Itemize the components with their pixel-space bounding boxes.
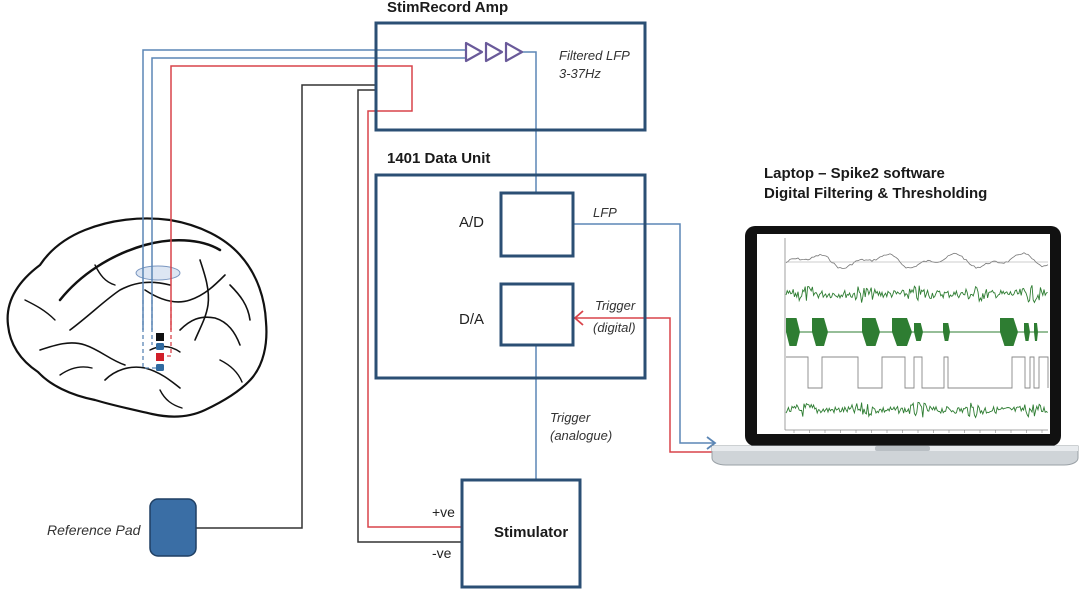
- trigger-analogue-line2: (analogue): [550, 428, 613, 443]
- trace-stim-burst: [786, 318, 800, 346]
- data-unit-title: 1401 Data Unit: [387, 150, 491, 167]
- amp-output-wire: [522, 51, 537, 192]
- trace-stim-burst: [1000, 318, 1018, 346]
- trace-stim-burst: [1034, 323, 1038, 341]
- trigger-digital-arrowhead: [573, 310, 584, 326]
- trigger-digital-wire: [573, 317, 715, 453]
- recording-wire-1-dashed: [142, 300, 160, 369]
- electrode-contact-blue-2: [156, 364, 164, 371]
- da-converter-box: [499, 282, 575, 347]
- stimrecord-amp-box: [374, 21, 647, 132]
- trace-residual: [785, 401, 1048, 419]
- trace-raw-lfp: [785, 252, 1049, 269]
- trigger-digital-line1: Trigger: [595, 298, 636, 313]
- amp-title: StimRecord Amp: [387, 0, 509, 16]
- stim-negative-wire: [357, 89, 462, 543]
- trace-trigger: [786, 356, 1049, 389]
- lfp-arrowhead: [706, 436, 717, 450]
- amplifier-icon: [464, 41, 524, 63]
- trace-stim-burst: [862, 318, 880, 346]
- laptop-title-line1: Laptop – Spike2 software: [764, 165, 945, 182]
- reference-pad-icon: [149, 498, 197, 557]
- stim-positive-wire-dashed: [165, 300, 172, 357]
- ad-converter-box: [499, 191, 575, 258]
- recording-wire-1: [142, 49, 468, 330]
- stim-positive-wire: [170, 65, 462, 528]
- reference-wire: [196, 84, 376, 529]
- trace-stim-burst: [812, 318, 828, 346]
- stimulator-box: [460, 478, 582, 589]
- trace-stim-burst: [914, 323, 923, 341]
- electrode-contact-black: [156, 333, 164, 341]
- lfp-label: LFP: [593, 205, 617, 220]
- trace-stim-burst: [1024, 323, 1030, 341]
- electrode-contact-blue-1: [156, 343, 164, 350]
- trigger-analogue-line1: Trigger: [550, 410, 591, 425]
- trace-stim-burst: [943, 323, 950, 341]
- filter-label-line1: Filtered LFP: [559, 48, 630, 63]
- reference-pad-label: Reference Pad: [47, 522, 141, 538]
- data-unit-box: [374, 173, 647, 380]
- trace-stim-burst: [892, 318, 912, 346]
- ad-label: A/D: [459, 214, 485, 231]
- spike2-traces: [784, 238, 1049, 433]
- electrode-contact-red: [156, 353, 164, 361]
- trace-filtered-lfp: [785, 285, 1048, 304]
- target-region-ellipse: [135, 265, 181, 281]
- negative-terminal-label: -ve: [432, 545, 452, 561]
- brain-illustration: [6, 217, 268, 418]
- recording-wire-2: [151, 57, 468, 330]
- positive-terminal-label: +ve: [432, 504, 455, 520]
- da-label: D/A: [459, 311, 485, 328]
- laptop-title-line2: Digital Filtering & Thresholding: [764, 185, 988, 202]
- lfp-wire: [573, 223, 715, 444]
- stimulator-title: Stimulator: [494, 524, 569, 541]
- trigger-digital-line2: (digital): [593, 320, 636, 335]
- filter-label-line2: 3-37Hz: [559, 66, 601, 81]
